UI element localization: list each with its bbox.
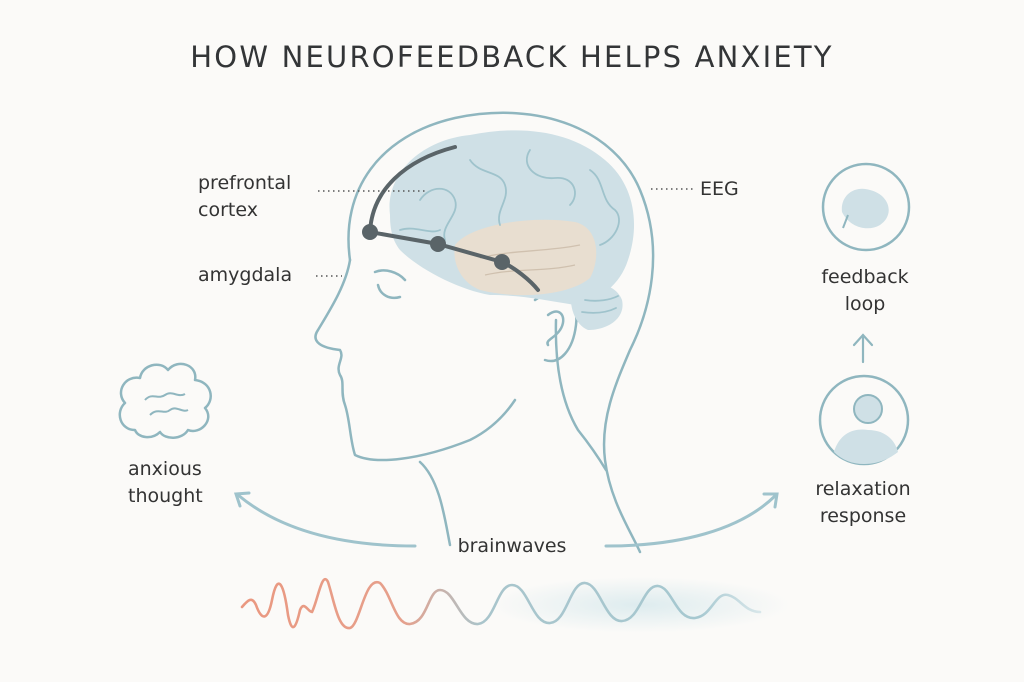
label-line: feedback [821,266,909,288]
label-line: thought [128,485,203,507]
label-relaxation-response: relaxation response [790,476,936,530]
label-amygdala: amygdala [198,264,293,286]
brain [389,130,635,330]
label-line: response [819,505,907,527]
label-line: anxious [128,458,202,480]
diagram-title: HOW NEUROFEEDBACK HELPS ANXIETY [190,40,834,74]
label-line: loop [844,293,886,315]
flow-arrows [233,491,779,548]
label-line: prefrontal [198,172,292,194]
brain-loop-icon [821,162,911,252]
label-brainwaves: brainwaves [457,535,567,557]
label-anxious-thought: anxious thought [128,456,203,510]
leader-lines [316,188,694,277]
label-prefrontal-cortex: prefrontal cortex [198,170,291,224]
eeg-electrodes [362,145,540,292]
label-line: cortex [198,199,258,221]
label-line: relaxation [815,478,911,500]
brainwave-line [240,578,762,630]
head-profile [314,111,655,554]
person-icon [818,374,910,466]
cloud-icon [118,362,212,439]
label-eeg: EEG [700,178,739,200]
label-feedback-loop: feedback loop [800,264,930,318]
arrow-up-icon [852,333,874,364]
